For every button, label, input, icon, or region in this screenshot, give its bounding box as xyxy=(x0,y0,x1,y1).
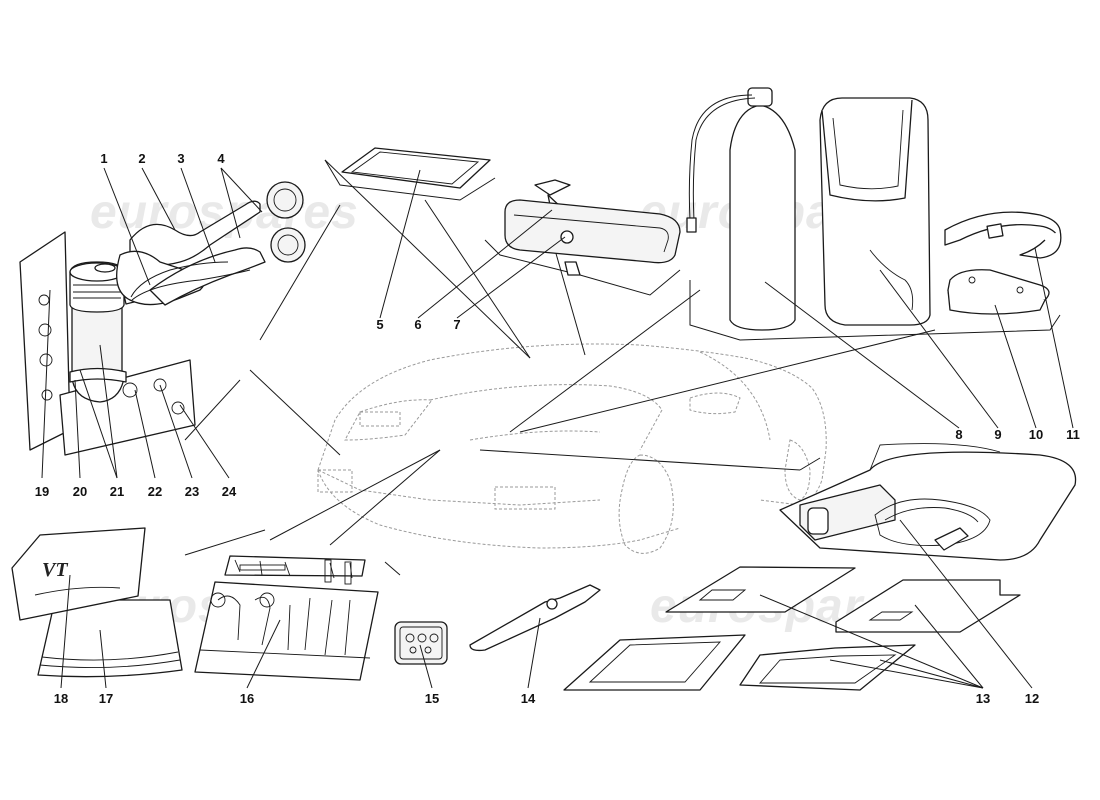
horn-assembly xyxy=(19,181,306,456)
extinguisher-bag xyxy=(819,97,931,326)
callout-leaders xyxy=(41,167,1074,689)
callout-6: 6 xyxy=(414,317,421,332)
compressor-plate xyxy=(59,359,196,456)
callout-23: 23 xyxy=(185,484,199,499)
fire-extinguisher xyxy=(686,87,796,331)
callout-2: 2 xyxy=(138,151,145,166)
callout-12: 12 xyxy=(1025,691,1039,706)
compressor-clamp xyxy=(69,367,127,383)
handbook-badge: VT xyxy=(42,559,68,581)
callout-numbers: 1 2 3 4 5 6 7 8 9 10 11 12 13 14 15 16 1… xyxy=(35,151,1080,706)
callout-8: 8 xyxy=(955,427,962,442)
horn-diaphragm-bottom xyxy=(270,227,306,263)
floor-mats xyxy=(563,566,1021,691)
callout-24: 24 xyxy=(222,484,237,499)
callout-19: 19 xyxy=(35,484,49,499)
callout-11: 11 xyxy=(1066,427,1080,442)
horn-diaphragm-top xyxy=(266,181,304,219)
callout-13: 13 xyxy=(976,691,990,706)
jack-kit xyxy=(779,443,1077,561)
callout-16: 16 xyxy=(240,691,254,706)
callout-17: 17 xyxy=(99,691,113,706)
callout-15: 15 xyxy=(425,691,439,706)
strap-and-cover xyxy=(944,211,1062,315)
callout-4: 4 xyxy=(217,151,225,166)
spanner xyxy=(469,584,601,652)
rear-view-mirror xyxy=(504,179,681,276)
callout-21: 21 xyxy=(110,484,124,499)
callout-18: 18 xyxy=(54,691,68,706)
callout-10: 10 xyxy=(1029,427,1043,442)
callout-9: 9 xyxy=(994,427,1001,442)
callout-3: 3 xyxy=(177,151,184,166)
part-5-plate xyxy=(341,147,491,189)
callout-7: 7 xyxy=(453,317,460,332)
callout-20: 20 xyxy=(73,484,87,499)
callout-22: 22 xyxy=(148,484,162,499)
tool-roll xyxy=(194,555,379,681)
callout-14: 14 xyxy=(521,691,536,706)
owner-handbooks: VT xyxy=(11,527,183,678)
group-pointers xyxy=(184,159,1061,576)
bulb-box xyxy=(394,621,448,665)
callout-5: 5 xyxy=(376,317,383,332)
callout-1: 1 xyxy=(100,151,107,166)
